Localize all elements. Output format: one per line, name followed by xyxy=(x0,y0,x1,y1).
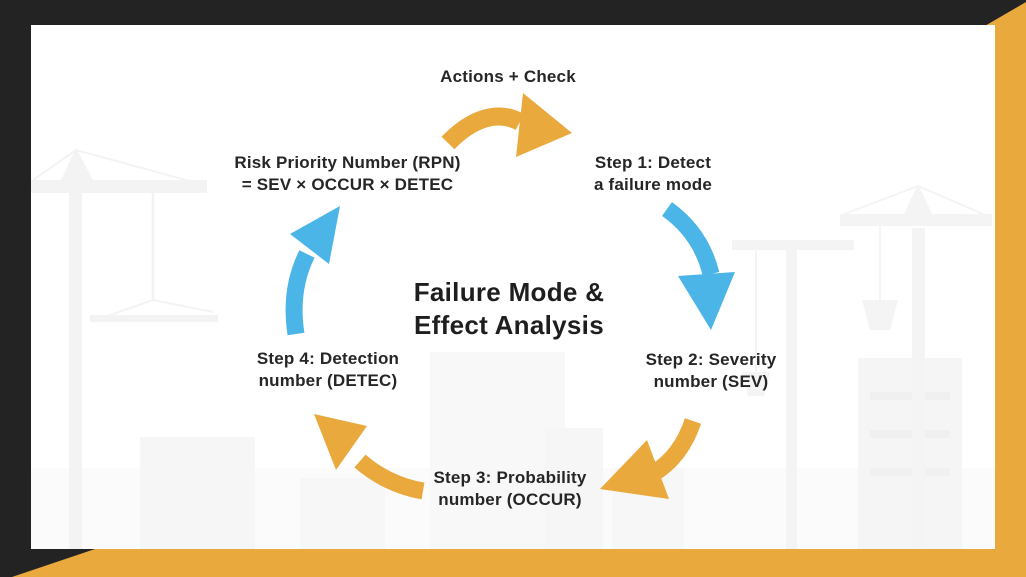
node-actions-check: Actions + Check xyxy=(440,67,576,86)
node-rpn-line1: Risk Priority Number (RPN) xyxy=(234,153,461,172)
node-step-2-line2: number (SEV) xyxy=(653,372,769,391)
diagram-title-line1: Failure Mode & xyxy=(413,277,605,307)
node-rpn-formula: Risk Priority Number (RPN) = SEV × OCCUR… xyxy=(205,152,490,196)
diagram-title: Failure Mode & Effect Analysis xyxy=(349,276,669,342)
accent-bottom-band xyxy=(12,549,1026,577)
node-step-2: Step 2: Severity number (SEV) xyxy=(600,349,822,393)
diagram-title-line2: Effect Analysis xyxy=(414,310,604,340)
accent-right-band xyxy=(983,2,1026,577)
node-step-1-line1: Step 1: Detect xyxy=(594,153,712,172)
node-step-3-line2: number (OCCUR) xyxy=(438,490,582,509)
background-construction-art xyxy=(31,148,995,549)
node-step-3: Step 3: Probability number (OCCUR) xyxy=(380,467,640,511)
node-step-2-line1: Step 2: Severity xyxy=(645,350,777,369)
node-step-1-line2: a failure mode xyxy=(593,175,713,194)
node-rpn-line2: = SEV × OCCUR × DETEC xyxy=(241,175,454,194)
node-step-4-line2: number (DETEC) xyxy=(258,371,398,390)
node-step-3-line1: Step 3: Probability xyxy=(433,468,587,487)
node-step-1: Step 1: Detect a failure mode xyxy=(553,152,753,196)
node-step-4-line1: Step 4: Detection xyxy=(256,349,400,368)
node-step-4: Step 4: Detection number (DETEC) xyxy=(217,348,439,392)
